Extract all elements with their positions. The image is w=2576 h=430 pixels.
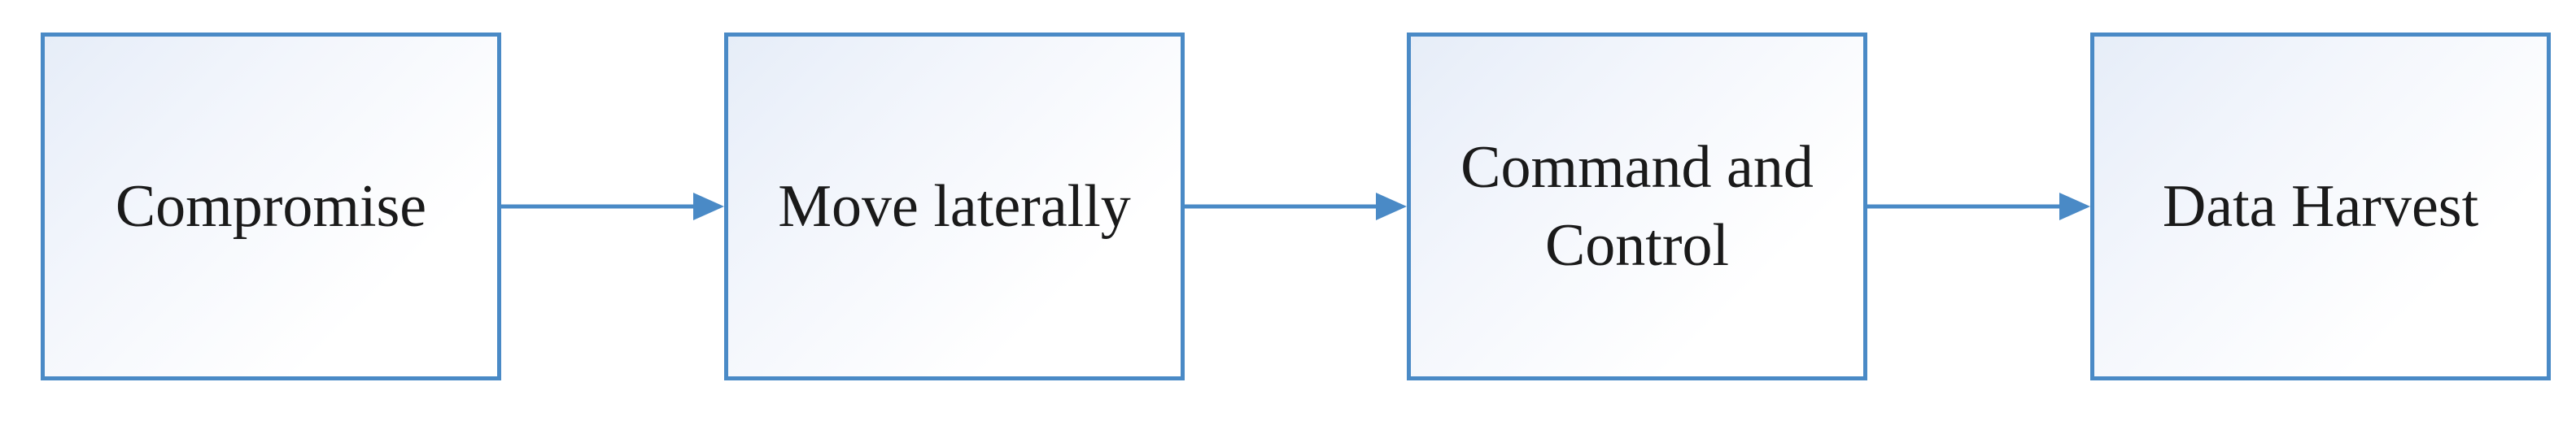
step-box-command-and-control: Command and Control — [1407, 33, 1867, 380]
arrow-compromise-to-move-laterally — [501, 193, 724, 220]
arrow-move-laterally-to-command-and-control — [1185, 193, 1407, 220]
step-box-move-laterally: Move laterally — [724, 33, 1185, 380]
step-label-command-and-control: Command and Control — [1460, 134, 1814, 279]
step-box-compromise: Compromise — [41, 33, 501, 380]
step-box-data-harvest: Data Harvest — [2090, 33, 2551, 380]
step-label-move-laterally: Move laterally — [778, 173, 1131, 240]
step-label-data-harvest: Data Harvest — [2162, 173, 2479, 240]
arrow-command-and-control-to-data-harvest — [1867, 193, 2090, 220]
step-label-compromise: Compromise — [115, 173, 427, 240]
